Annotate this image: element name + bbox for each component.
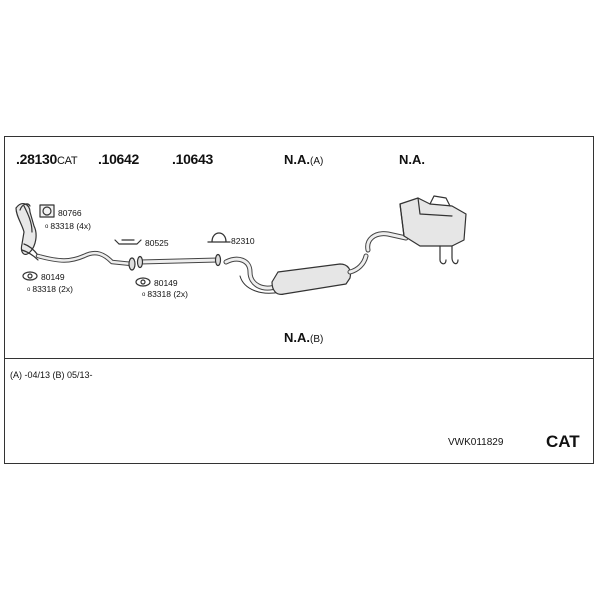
front-pipe	[35, 250, 136, 271]
gasket-icon-80149-b	[135, 277, 151, 287]
cat-label: CAT	[546, 432, 580, 451]
part-label-80525: 80525	[145, 238, 169, 248]
part-code-catalytic-converter: .28130CAT	[16, 151, 78, 167]
part-label-82310: 82310	[231, 236, 255, 246]
footer-divider	[4, 358, 594, 359]
rear-silencer	[365, 195, 467, 265]
gasket-icon-80766	[39, 204, 55, 218]
center-pipe	[136, 253, 222, 269]
part-code-center-pipe: .10642	[98, 151, 140, 167]
validity-note: (A) -04/13 (B) 05/13-	[10, 370, 93, 380]
part-code-na-rear: N.A.	[399, 152, 425, 167]
part-code-na-a: N.A.(A)	[284, 152, 324, 167]
part-code-middle-silencer: .10643	[172, 151, 214, 167]
part-label-80149-a: 80149	[41, 272, 65, 282]
clamp-icon-80525	[114, 239, 142, 245]
reference-number: VWK011829	[448, 437, 504, 448]
part-label-80766: 80766	[58, 208, 82, 218]
part-code-na-b: N.A.(B)	[284, 330, 324, 345]
clamp-icon-82310	[207, 232, 231, 243]
gasket-icon-80149-a	[22, 271, 38, 281]
part-label-80149-b: 80149	[154, 278, 178, 288]
diagram-frame	[4, 136, 594, 464]
middle-silencer	[223, 253, 369, 295]
catalytic-converter	[15, 203, 41, 261]
